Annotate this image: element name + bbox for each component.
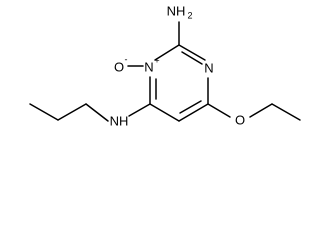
bond-c6-c5 bbox=[178, 103, 209, 122]
bond-c1-c2 bbox=[57, 103, 87, 121]
oxide-charge: - bbox=[125, 54, 128, 64]
bond-o-ch2 bbox=[249, 103, 273, 118]
bond-nh-c1 bbox=[85, 103, 109, 122]
bond-c2-c3 bbox=[29, 103, 59, 121]
ring-n-label: N bbox=[204, 60, 213, 75]
bond-ch2-ch3 bbox=[271, 103, 301, 121]
ether-o-label: O bbox=[235, 112, 245, 127]
bond-c2-n1-inner bbox=[181, 51, 203, 65]
amine-label: NH bbox=[110, 113, 129, 128]
bond-c6-c5-inner bbox=[179, 100, 202, 114]
bond-c2-n3 bbox=[154, 44, 180, 61]
chemical-structure-diagram: NH 2 N + O - N O NH bbox=[29, 3, 301, 128]
bond-c5-c4 bbox=[149, 103, 180, 122]
amino-label: NH bbox=[167, 3, 186, 18]
bond-c6-o bbox=[207, 103, 231, 118]
bond-c2-n1 bbox=[178, 44, 206, 61]
oxide-label: O bbox=[114, 59, 124, 74]
amino-subscript: 2 bbox=[187, 10, 192, 20]
bond-c4-nh bbox=[128, 103, 151, 117]
n-oxide-charge: + bbox=[154, 55, 159, 65]
n-oxide-label: N bbox=[144, 59, 153, 74]
